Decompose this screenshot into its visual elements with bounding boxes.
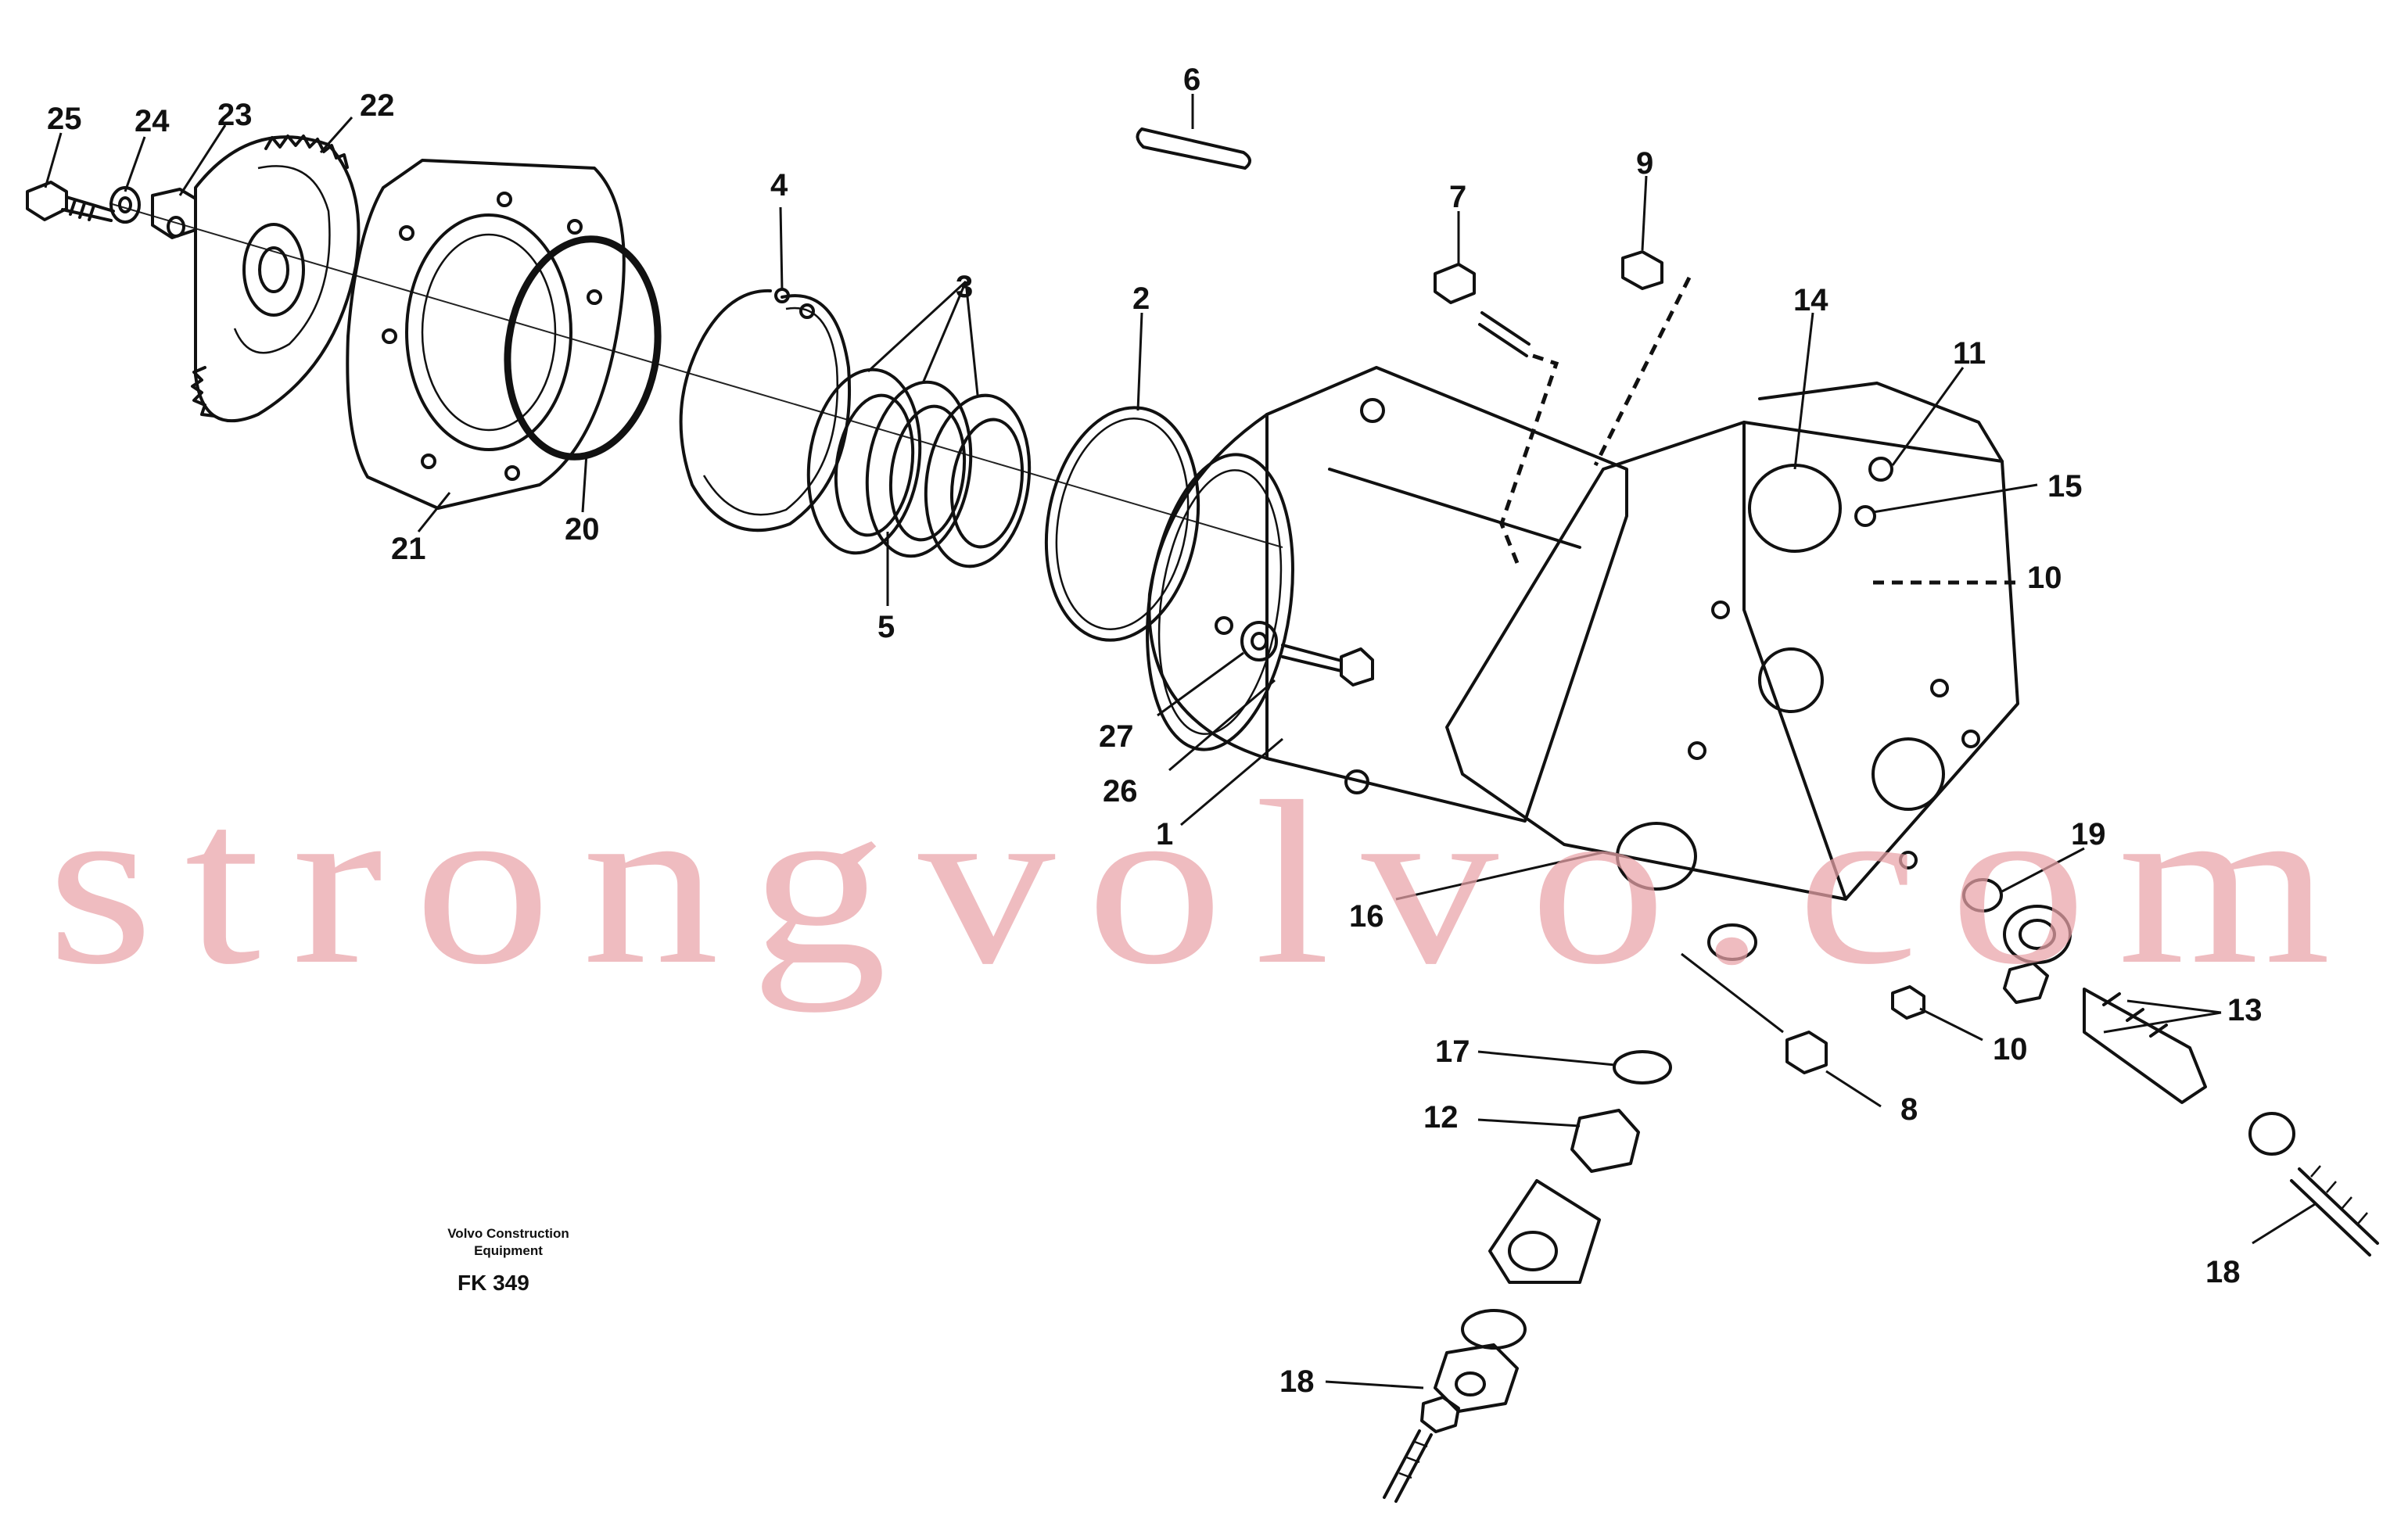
callout-26: 26 (1103, 774, 1138, 808)
callout-22: 22 (360, 88, 395, 123)
callout-9: 9 (1636, 146, 1653, 181)
callout-7: 7 (1449, 180, 1466, 214)
watermark: strongvolvo.com (47, 753, 2362, 1013)
part-nut-18-right (2248, 1112, 2379, 1257)
dashed-line-9 (1593, 276, 1692, 467)
callout-24: 24 (135, 104, 170, 138)
part-washer-24 (109, 186, 141, 224)
part-plug-9 (1621, 250, 1663, 290)
callout-10-upper: 10 (2027, 561, 2062, 595)
callout-20: 20 (565, 512, 600, 547)
credit-line-1: Volvo Construction (447, 1226, 569, 1241)
callout-6-top: 6 (1183, 63, 1200, 97)
callout-27: 27 (1099, 719, 1134, 754)
callout-23: 23 (217, 98, 253, 132)
callout-19: 19 (2071, 817, 2106, 852)
part-washer-17 (1613, 1050, 1672, 1085)
part-valve-block-16 (1445, 382, 2019, 961)
credit-line-2: Equipment (474, 1243, 543, 1258)
callout-8: 8 (1900, 1092, 1918, 1127)
callout-13: 13 (2227, 993, 2263, 1027)
center-axis (109, 203, 1283, 548)
callout-16: 16 (1349, 899, 1384, 934)
callout-25: 25 (47, 102, 82, 136)
callout-10-lower: 10 (1993, 1032, 2028, 1067)
part-oring-2 (1044, 406, 1200, 642)
part-housing-1 (1146, 366, 1628, 823)
dashed-line-7 (1499, 353, 1559, 564)
part-oring-20 (504, 235, 662, 461)
callout-17: 17 (1435, 1034, 1470, 1069)
part-banjo-13 (2003, 905, 2207, 1104)
part-washer-19 (1962, 878, 2003, 912)
callout-3: 3 (956, 270, 973, 304)
part-key-6 (1136, 127, 1251, 170)
callout-18-right: 18 (2205, 1255, 2241, 1289)
part-hub-23 (151, 188, 197, 239)
callout-2: 2 (1132, 281, 1150, 316)
callout-1: 1 (1156, 817, 1173, 852)
callout-18-bottom: 18 (1279, 1364, 1315, 1399)
callout-21: 21 (391, 532, 426, 566)
callout-15: 15 (2047, 469, 2083, 504)
leader-lines (44, 94, 2316, 1389)
part-fitting-7 (1434, 263, 1531, 357)
callout-14: 14 (1793, 283, 1828, 317)
part-bolt-25 (26, 181, 115, 222)
callout-labels: 25 24 23 22 6 9 7 14 11 15 10 3 2 4 20 2… (47, 63, 2263, 1399)
part-adapter-12 (1434, 1109, 1640, 1413)
part-seal-rings-3 (806, 367, 1032, 568)
part-plug-8 (1785, 1031, 1828, 1074)
callout-11: 11 (1953, 336, 1986, 371)
part-bolt-26 (1240, 621, 1374, 687)
part-nut-18-bottom (1383, 1396, 1460, 1503)
diagram-code: FK 349 (458, 1271, 529, 1295)
part-snap-ring-4 (679, 288, 852, 532)
callout-12: 12 (1423, 1100, 1459, 1135)
callout-4: 4 (770, 168, 788, 203)
part-gear-22 (191, 134, 361, 423)
callout-5: 5 (877, 610, 895, 644)
